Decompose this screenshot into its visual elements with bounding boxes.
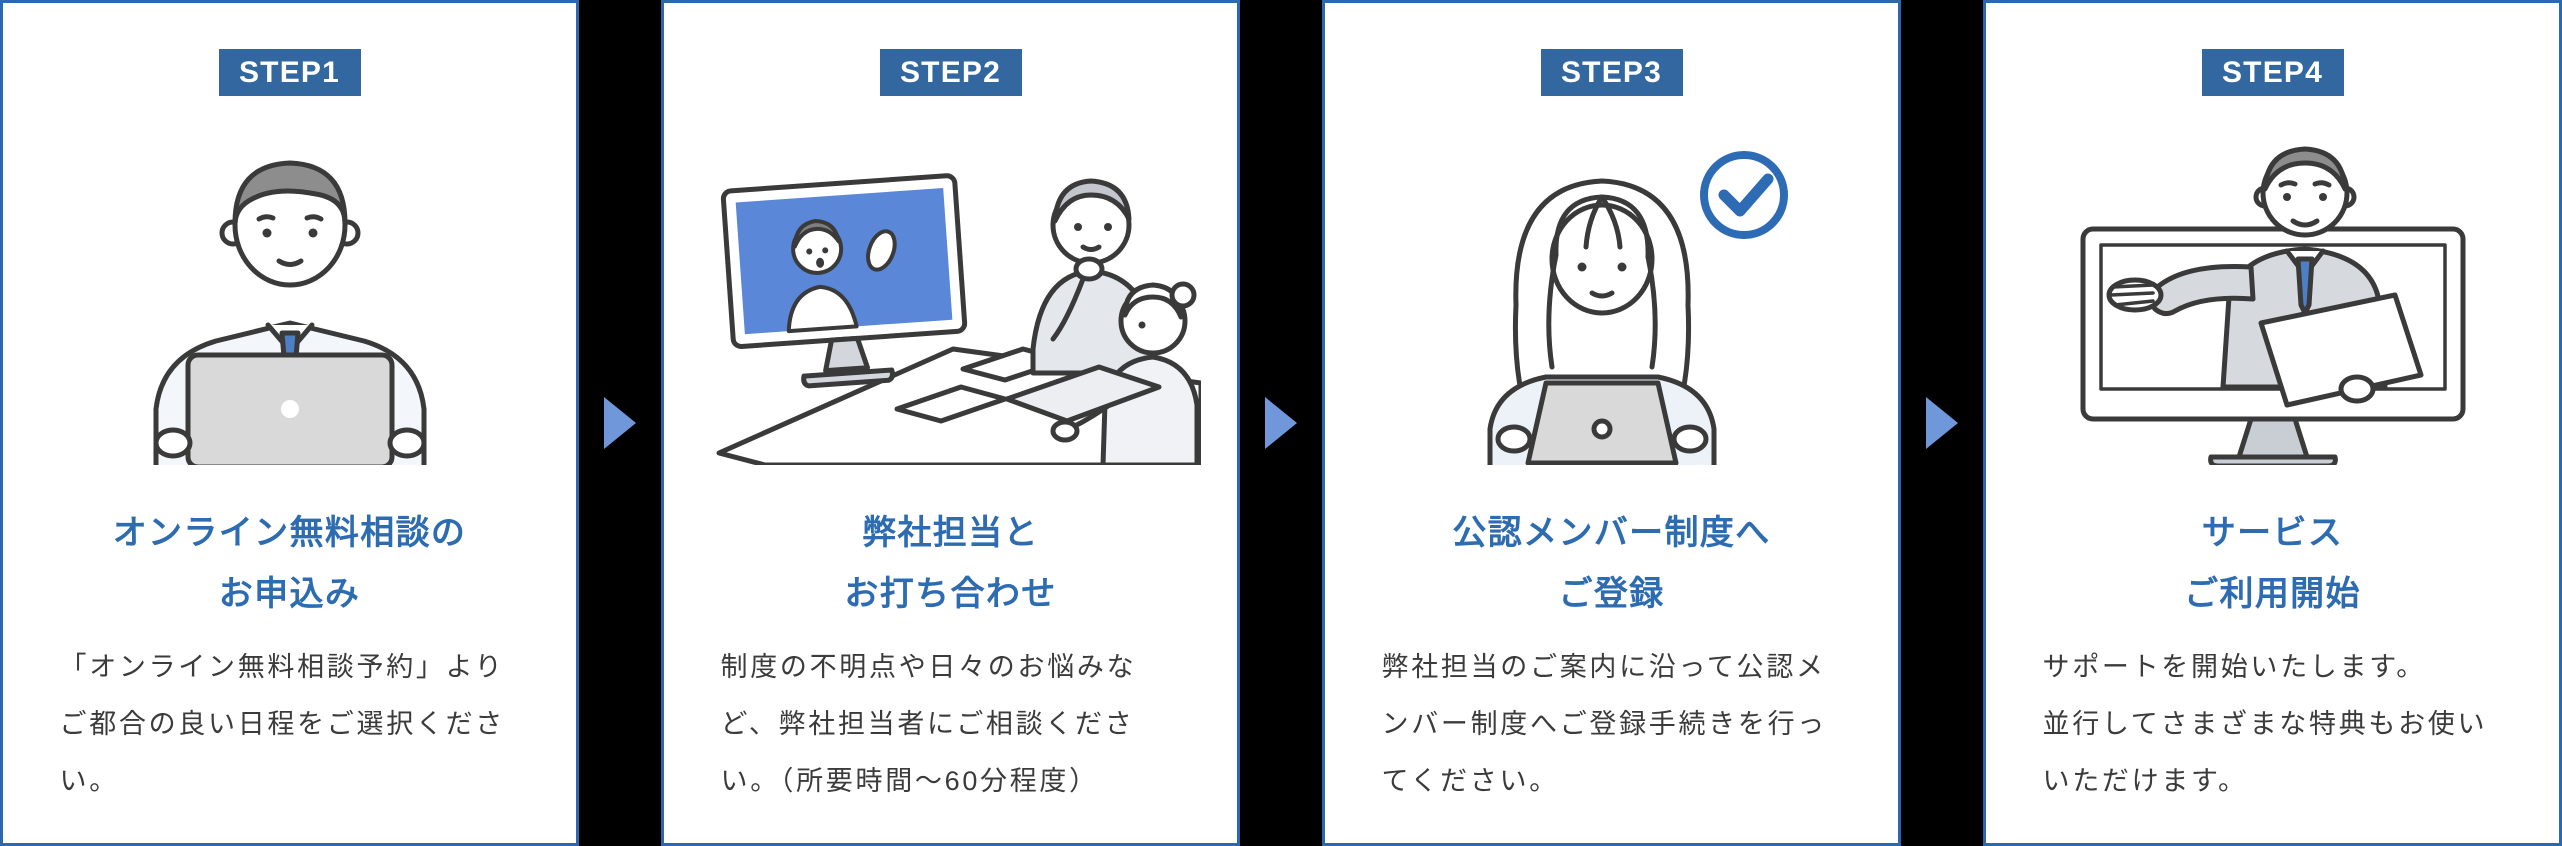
step3-badge: STEP3 [1540, 49, 1683, 96]
step4-illustration [1986, 96, 2559, 503]
step2-title: 弊社担当と お打ち合わせ [844, 514, 1057, 614]
step-connector-3 [1901, 0, 1983, 846]
step-card-3: STEP3 [1322, 0, 1901, 846]
step-connector-2 [1240, 0, 1322, 846]
check-circle-icon [1699, 150, 1788, 239]
step4-description: サポートを開始いたします。 並行してさまざまな特典もお使いいただけます。 [2042, 652, 2488, 796]
step1-title: オンライン無料相談の お申込み [112, 514, 467, 614]
step3-description: 弊社担当のご案内に沿って公認メンバー制度へご登録手続きを行ってください。 [1381, 652, 1827, 796]
step4-badge: STEP4 [2201, 49, 2344, 96]
arrow-right-icon [604, 397, 636, 449]
step1-badge: STEP1 [218, 49, 361, 96]
step1-illustration [3, 96, 576, 503]
step3-illustration [1325, 96, 1898, 503]
step-card-2: STEP2 [661, 0, 1240, 846]
step2-badge: STEP2 [879, 49, 1022, 96]
step2-description: 制度の不明点や日々のお悩みなど、弊社担当者にご相談ください。（所要時間〜60分程… [720, 652, 1137, 796]
video-meeting-illustration [716, 172, 1201, 465]
step1-description: 「オンライン無料相談予約」よりご都合の良い日程をご選択ください。 [59, 652, 505, 796]
arrow-right-icon [1265, 397, 1297, 449]
step-card-4: STEP4 [1983, 0, 2562, 846]
step3-title: 公認メンバー制度へ ご登録 [1452, 514, 1771, 614]
step4-title: サービス ご利用開始 [2184, 514, 2361, 614]
arrow-right-icon [1926, 397, 1958, 449]
step-card-1: STEP1 [0, 0, 579, 846]
man-at-laptop-illustration [153, 160, 426, 465]
man-in-monitor-illustration [2080, 146, 2465, 465]
woman-at-laptop-illustration [1487, 150, 1788, 465]
step-connector-1 [579, 0, 661, 846]
step2-illustration [664, 96, 1237, 503]
